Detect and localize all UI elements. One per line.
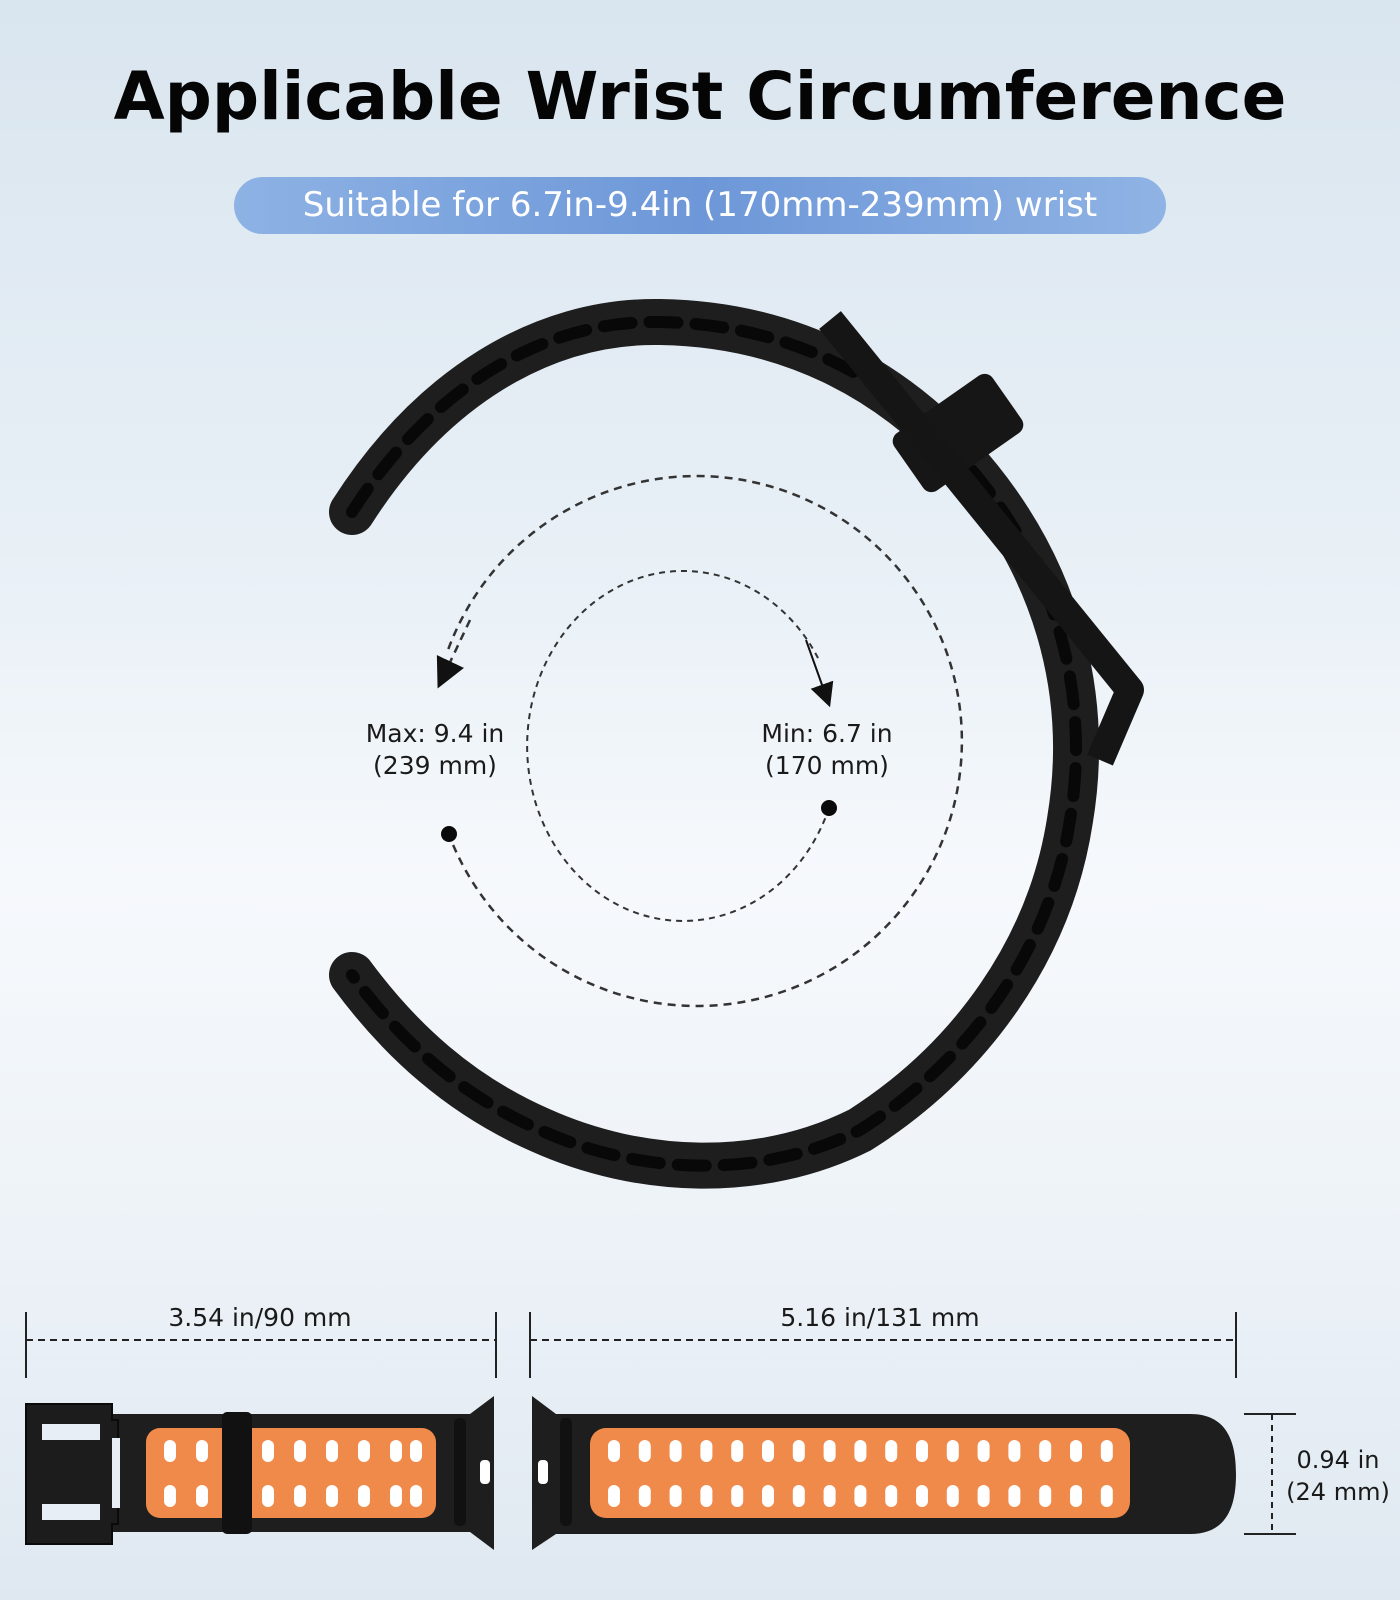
hole-orange-panel — [590, 1428, 1130, 1518]
hole-side-length: 5.16 in/131 mm — [780, 1303, 980, 1332]
subtitle-pill: Suitable for 6.7in-9.4in (170mm-239mm) w… — [234, 177, 1166, 234]
min-circle-path — [526, 569, 830, 922]
strap-hole — [608, 1485, 620, 1507]
strap-hole — [854, 1440, 867, 1462]
min-label-line2: (170 mm) — [765, 751, 889, 780]
strap-hole — [731, 1440, 744, 1462]
strap-hole — [638, 1440, 651, 1462]
max-label-line1: Max: 9.4 in — [365, 719, 505, 748]
min-start-dot — [821, 800, 837, 816]
min-label: Min: 6.7 in (170 mm) — [742, 718, 912, 782]
strap-hole — [669, 1485, 682, 1507]
band-holes — [346, 315, 1082, 1172]
strap-hole — [1070, 1485, 1082, 1507]
strap-width: 0.94 in (24 mm) — [1278, 1444, 1398, 1508]
strap-hole — [916, 1485, 928, 1507]
strap-hole — [823, 1440, 836, 1462]
strap-hole — [946, 1485, 959, 1507]
strap-hole — [823, 1485, 836, 1507]
strap-hole — [854, 1485, 867, 1507]
strap-hole — [792, 1440, 805, 1462]
strap-hole — [1039, 1440, 1052, 1462]
strap-hole — [638, 1485, 651, 1507]
buckle-keeper — [222, 1412, 252, 1534]
strap-hole — [1070, 1440, 1082, 1462]
strap-hole — [1100, 1485, 1113, 1507]
min-label-line1: Min: 6.7 in — [761, 719, 893, 748]
buckle-side-length: 3.54 in/90 mm — [168, 1303, 352, 1332]
strap-hole — [885, 1440, 898, 1462]
buckle-holes — [164, 1440, 422, 1507]
strap-hole — [700, 1440, 713, 1462]
strap-hole — [1008, 1440, 1021, 1462]
max-label: Max: 9.4 in (239 mm) — [350, 718, 520, 782]
band-keeper — [892, 373, 1024, 493]
strap-hole — [885, 1485, 898, 1507]
strap-hole — [977, 1485, 990, 1507]
strap-hole — [1008, 1485, 1021, 1507]
max-arrow — [436, 619, 472, 689]
coiled-band — [329, 298, 1144, 1189]
strap-hole — [762, 1485, 774, 1507]
strap-width-line1: 0.94 in — [1296, 1446, 1380, 1474]
strap-hole — [977, 1440, 990, 1462]
buckle-pin — [480, 1460, 490, 1484]
strap-hole — [1100, 1440, 1113, 1462]
strap-hole — [608, 1440, 620, 1462]
strap-hole — [669, 1440, 682, 1462]
strap-hole — [700, 1485, 713, 1507]
buckle-strap — [25, 1396, 494, 1550]
strap-hole — [916, 1440, 928, 1462]
strap-hole — [762, 1440, 774, 1462]
hole-strap-holes — [608, 1440, 1113, 1507]
strap-hole — [792, 1485, 805, 1507]
dimension-lines — [25, 1312, 1296, 1535]
band-tail — [819, 311, 1144, 766]
strap-hole — [1039, 1485, 1052, 1507]
max-start-dot — [441, 826, 457, 842]
max-label-line2: (239 mm) — [373, 751, 497, 780]
strap-width-line2: (24 mm) — [1286, 1478, 1390, 1506]
strap-hole — [946, 1440, 959, 1462]
strap-hole — [731, 1485, 744, 1507]
min-arrow — [805, 639, 834, 708]
page-title: Applicable Wrist Circumference — [113, 58, 1287, 135]
hole-strap — [532, 1396, 1236, 1550]
